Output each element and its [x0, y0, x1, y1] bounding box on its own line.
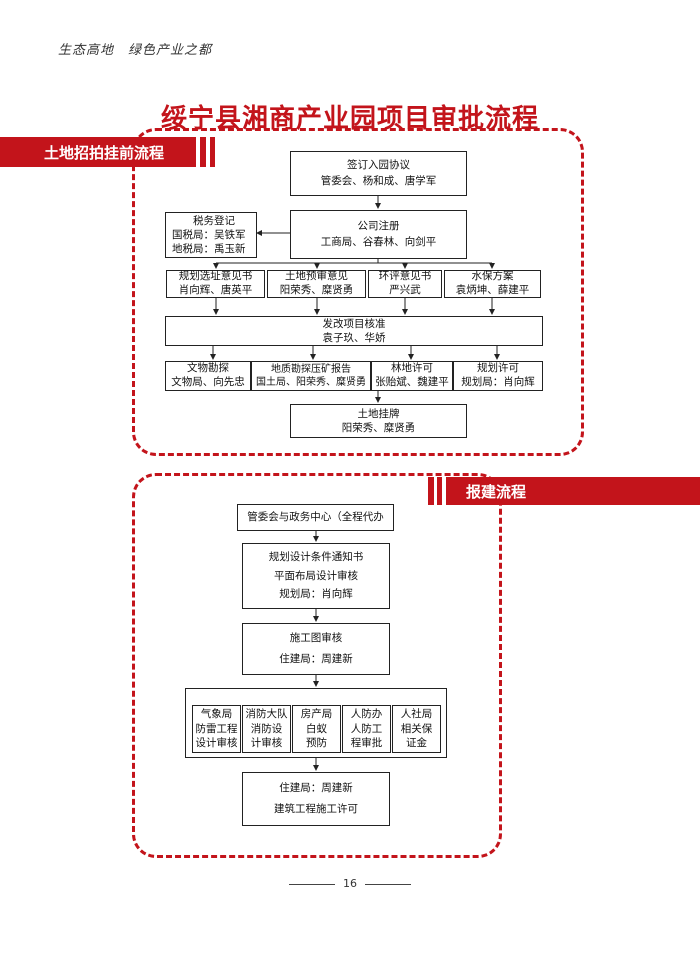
- reform-approval-box: 发改项目核准 袁子玖、华娇: [165, 316, 543, 346]
- box-contacts: 规划局：肖向辉: [461, 376, 535, 388]
- relics-survey-box: 文物勘探 文物局、向先忠: [165, 361, 251, 391]
- box-contacts: 住建局：周建新: [279, 653, 353, 665]
- box-text: 消防设: [250, 722, 283, 735]
- box-title: 建筑工程施工许可: [274, 803, 358, 815]
- box-contacts: 国税局：吴铁军: [172, 228, 246, 241]
- box-contacts: 张贻斌、魏建平: [375, 376, 449, 388]
- box-title: 管委会与政务中心（全程代办: [247, 510, 384, 523]
- box-text: 防雷工程: [195, 722, 238, 735]
- banner-stripe: [428, 477, 434, 505]
- section1-dashed-frame: [132, 128, 584, 456]
- box-title: 发改项目核准: [322, 317, 386, 330]
- box-title: 土地预审意见: [285, 270, 348, 283]
- box-title: 税务登记: [193, 214, 235, 227]
- housing-bureau-box: 房产局 白蚁 预防: [292, 705, 341, 753]
- box-contacts: 阳荣秀、糜贤勇: [279, 284, 354, 296]
- section1-banner: 土地招拍挂前流程: [0, 137, 196, 167]
- banner-stripe: [437, 477, 442, 505]
- sign-agreement-box: 签订入园协议 管委会、杨和成、唐学军: [290, 151, 467, 196]
- box-title: 规划设计条件通知书: [268, 551, 364, 564]
- box-title: 环评意见书: [378, 270, 432, 283]
- box-text: 白蚁: [306, 722, 327, 735]
- one-stop-service-box: 管委会与政务中心（全程代办: [237, 504, 394, 531]
- land-listing-box: 土地挂牌 阳荣秀、糜贤勇: [290, 404, 467, 438]
- planning-site-box: 规划选址意见书 肖向辉、唐英平: [166, 270, 265, 298]
- geology-survey-box: 地质勘探压矿报告 国土局、阳荣秀、糜贤勇: [251, 361, 371, 391]
- box-text: 证金: [406, 737, 427, 750]
- footer-rule: [365, 883, 411, 885]
- construction-drawing-review-box: 施工图审核 住建局：周建新: [242, 623, 390, 675]
- box-title: 人防办: [350, 707, 383, 720]
- box-title: 规划选址意见书: [178, 270, 253, 283]
- box-text: 设计审核: [195, 737, 238, 750]
- box-title: 林地许可: [391, 362, 433, 375]
- box-title: 人社局: [400, 707, 433, 720]
- box-contacts: 肖向辉、唐英平: [178, 284, 253, 296]
- box-title: 土地挂牌: [357, 407, 400, 420]
- box-contacts: 袁子玖、华娇: [322, 332, 386, 344]
- section2-banner: 报建流程: [446, 477, 700, 505]
- banner-stripe: [210, 137, 215, 167]
- box-contacts: 工商局、谷春林、向剑平: [320, 235, 437, 248]
- section2-dashed-frame: [132, 473, 502, 858]
- box-title: 房产局: [300, 707, 333, 720]
- box-text: 相关保: [400, 722, 433, 735]
- box-contacts: 阳荣秀、糜贤勇: [341, 422, 416, 434]
- environmental-review-box: 环评意见书 严兴武: [368, 270, 442, 298]
- box-text: 预防: [306, 737, 327, 750]
- page-footer: 16: [0, 877, 700, 890]
- forest-land-permit-box: 林地许可 张贻斌、魏建平: [371, 361, 453, 391]
- banner-stripe: [200, 137, 206, 167]
- civil-defense-box: 人防办 人防工 程审批: [342, 705, 391, 753]
- company-registration-box: 公司注册 工商局、谷春林、向剑平: [290, 210, 467, 259]
- soil-water-plan-box: 水保方案 袁炳坤、薛建平: [444, 270, 541, 298]
- fire-brigade-box: 消防大队 消防设 计审核: [242, 705, 291, 753]
- box-text: 计审核: [250, 737, 283, 750]
- box-contacts: 管委会、杨和成、唐学军: [320, 174, 437, 187]
- box-title: 消防大队: [245, 707, 288, 720]
- box-title: 文物勘探: [187, 362, 229, 375]
- box-contacts: 国土局、阳荣秀、糜贤勇: [256, 377, 366, 388]
- section1-banner-label: 土地招拍挂前流程: [44, 143, 165, 162]
- box-contacts: 袁炳坤、薛建平: [455, 284, 530, 296]
- box-text: 人防工: [350, 722, 383, 735]
- box-title: 公司注册: [357, 220, 400, 233]
- section2-banner-label: 报建流程: [466, 482, 527, 501]
- box-title: 水保方案: [471, 270, 514, 283]
- box-contacts: 严兴武: [389, 284, 421, 296]
- meteorology-dept-box: 气象局 防雷工程 设计审核: [192, 705, 241, 753]
- tax-registration-box: 税务登记 国税局：吴铁军 地税局：禹玉新: [165, 212, 257, 258]
- footer-rule: [289, 883, 335, 885]
- box-title: 施工图审核: [289, 632, 343, 644]
- box-contacts: 地税局：禹玉新: [172, 243, 246, 256]
- box-contacts: 规划局：肖向辉: [279, 588, 353, 601]
- box-title: 平面布局设计审核: [274, 569, 358, 582]
- box-title: 规划许可: [477, 362, 519, 375]
- box-title: 地质勘探压矿报告: [271, 364, 351, 375]
- box-text: 程审批: [350, 737, 383, 750]
- box-title: 签订入园协议: [347, 159, 410, 172]
- box-contacts: 文物局、向先忠: [171, 376, 245, 388]
- social-security-box: 人社局 相关保 证金: [392, 705, 441, 753]
- departments-group: 气象局 防雷工程 设计审核 消防大队 消防设 计审核 房产局 白蚁 预防 人防办…: [185, 688, 447, 758]
- land-pre-review-box: 土地预审意见 阳荣秀、糜贤勇: [267, 270, 366, 298]
- page-number: 16: [343, 877, 357, 890]
- box-title: 气象局: [200, 707, 233, 720]
- box-contacts: 住建局：周建新: [279, 782, 353, 794]
- planning-permit-box: 规划许可 规划局：肖向辉: [453, 361, 543, 391]
- planning-design-box: 规划设计条件通知书 平面布局设计审核 规划局：肖向辉: [242, 543, 390, 609]
- header-slogan: 生态高地 绿色产业之都: [58, 43, 213, 58]
- construction-permit-box: 住建局：周建新 建筑工程施工许可: [242, 772, 390, 826]
